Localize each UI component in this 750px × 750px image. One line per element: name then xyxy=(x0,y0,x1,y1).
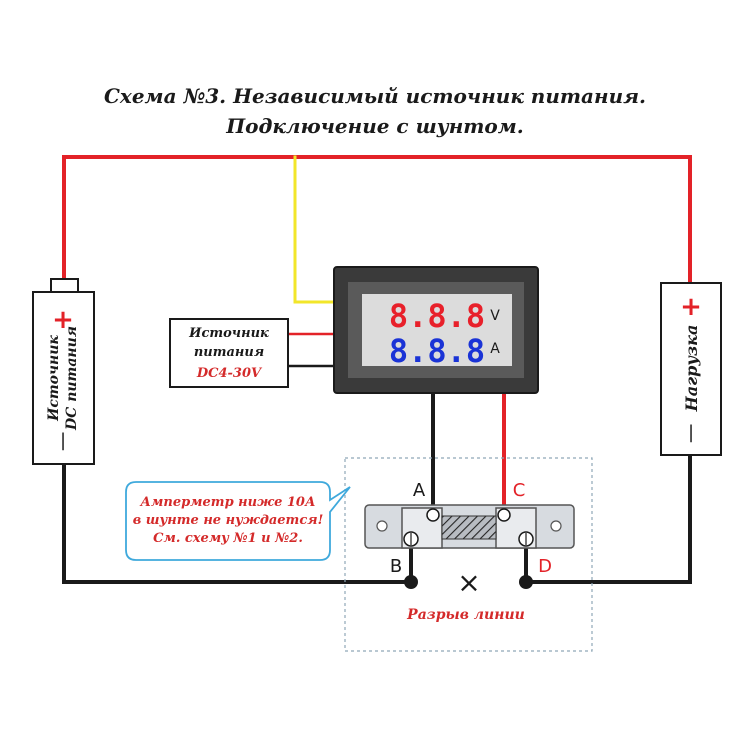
current-display: 8.8.8 xyxy=(389,332,485,370)
callout-text: Амперметр ниже 10А в шунте не нуждается!… xyxy=(126,482,330,560)
dc-source-battery: + | Источник DC питания xyxy=(32,278,95,465)
load-label: Нагрузка xyxy=(682,325,701,413)
voltage-unit-label: V xyxy=(490,308,500,324)
shunt-mount-hole-left xyxy=(376,520,388,532)
meter-power-supply-box: Источник питания DC4-30V xyxy=(169,318,289,388)
battery-label-line2: DC питания xyxy=(64,326,80,431)
load-body xyxy=(660,282,722,456)
callout-line3: См. схему №1 и №2. xyxy=(153,531,303,546)
meter-power-box-frame xyxy=(169,318,289,388)
diagram-title-line1: Схема №3. Независимый источник питания. xyxy=(103,84,647,108)
voltage-display: 8.8.8 xyxy=(389,297,485,335)
meter-power-line1: Источник xyxy=(188,326,269,341)
terminal-c-label: C xyxy=(513,480,526,501)
load-minus-sign: | xyxy=(688,422,694,443)
black-wire-bottom-left xyxy=(62,460,413,584)
junction-d xyxy=(519,575,533,589)
yellow-wire-meter-voltage xyxy=(293,155,338,304)
line-break-cross: × xyxy=(457,566,480,599)
diagram-title-line2: Подключение с шунтом. xyxy=(226,114,524,138)
meter-power-line2: питания xyxy=(194,345,264,360)
callout-bubble xyxy=(125,481,351,561)
shunt-area-dashed-frame xyxy=(344,457,593,652)
shunt-resistive-element xyxy=(441,515,497,540)
junction-b xyxy=(404,575,418,589)
terminal-c-screw xyxy=(497,508,511,522)
battery-cap xyxy=(50,278,79,294)
load-plus-sign: + xyxy=(680,292,702,322)
battery-plus-sign: + xyxy=(52,305,74,335)
shunt-resistor xyxy=(364,504,575,549)
wires xyxy=(62,155,692,584)
meter-screen xyxy=(362,294,512,366)
shunt-mount-hole-right xyxy=(550,520,562,532)
terminal-d-label: D xyxy=(538,556,552,577)
battery-minus-sign: | xyxy=(60,430,66,451)
callout-line1: Амперметр ниже 10А xyxy=(140,495,316,510)
current-unit-label: A xyxy=(490,341,500,357)
load-box: + | Нагрузка xyxy=(660,282,722,456)
battery-label-line1: Источник xyxy=(46,335,62,422)
callout-line2: в шунте не нуждается! xyxy=(132,513,324,528)
terminal-b-label: B xyxy=(390,556,402,577)
volt-ampere-meter: 8.8.8 8.8.8 V A xyxy=(333,266,539,394)
terminal-a-screw xyxy=(426,508,440,522)
terminal-a-label: A xyxy=(413,480,426,501)
red-wire-top xyxy=(62,155,692,284)
meter-power-line3: DC4-30V xyxy=(196,366,263,381)
line-break-label: Разрыв линии xyxy=(406,607,525,623)
black-wire-bottom-right xyxy=(524,453,692,584)
battery-body xyxy=(32,291,95,465)
